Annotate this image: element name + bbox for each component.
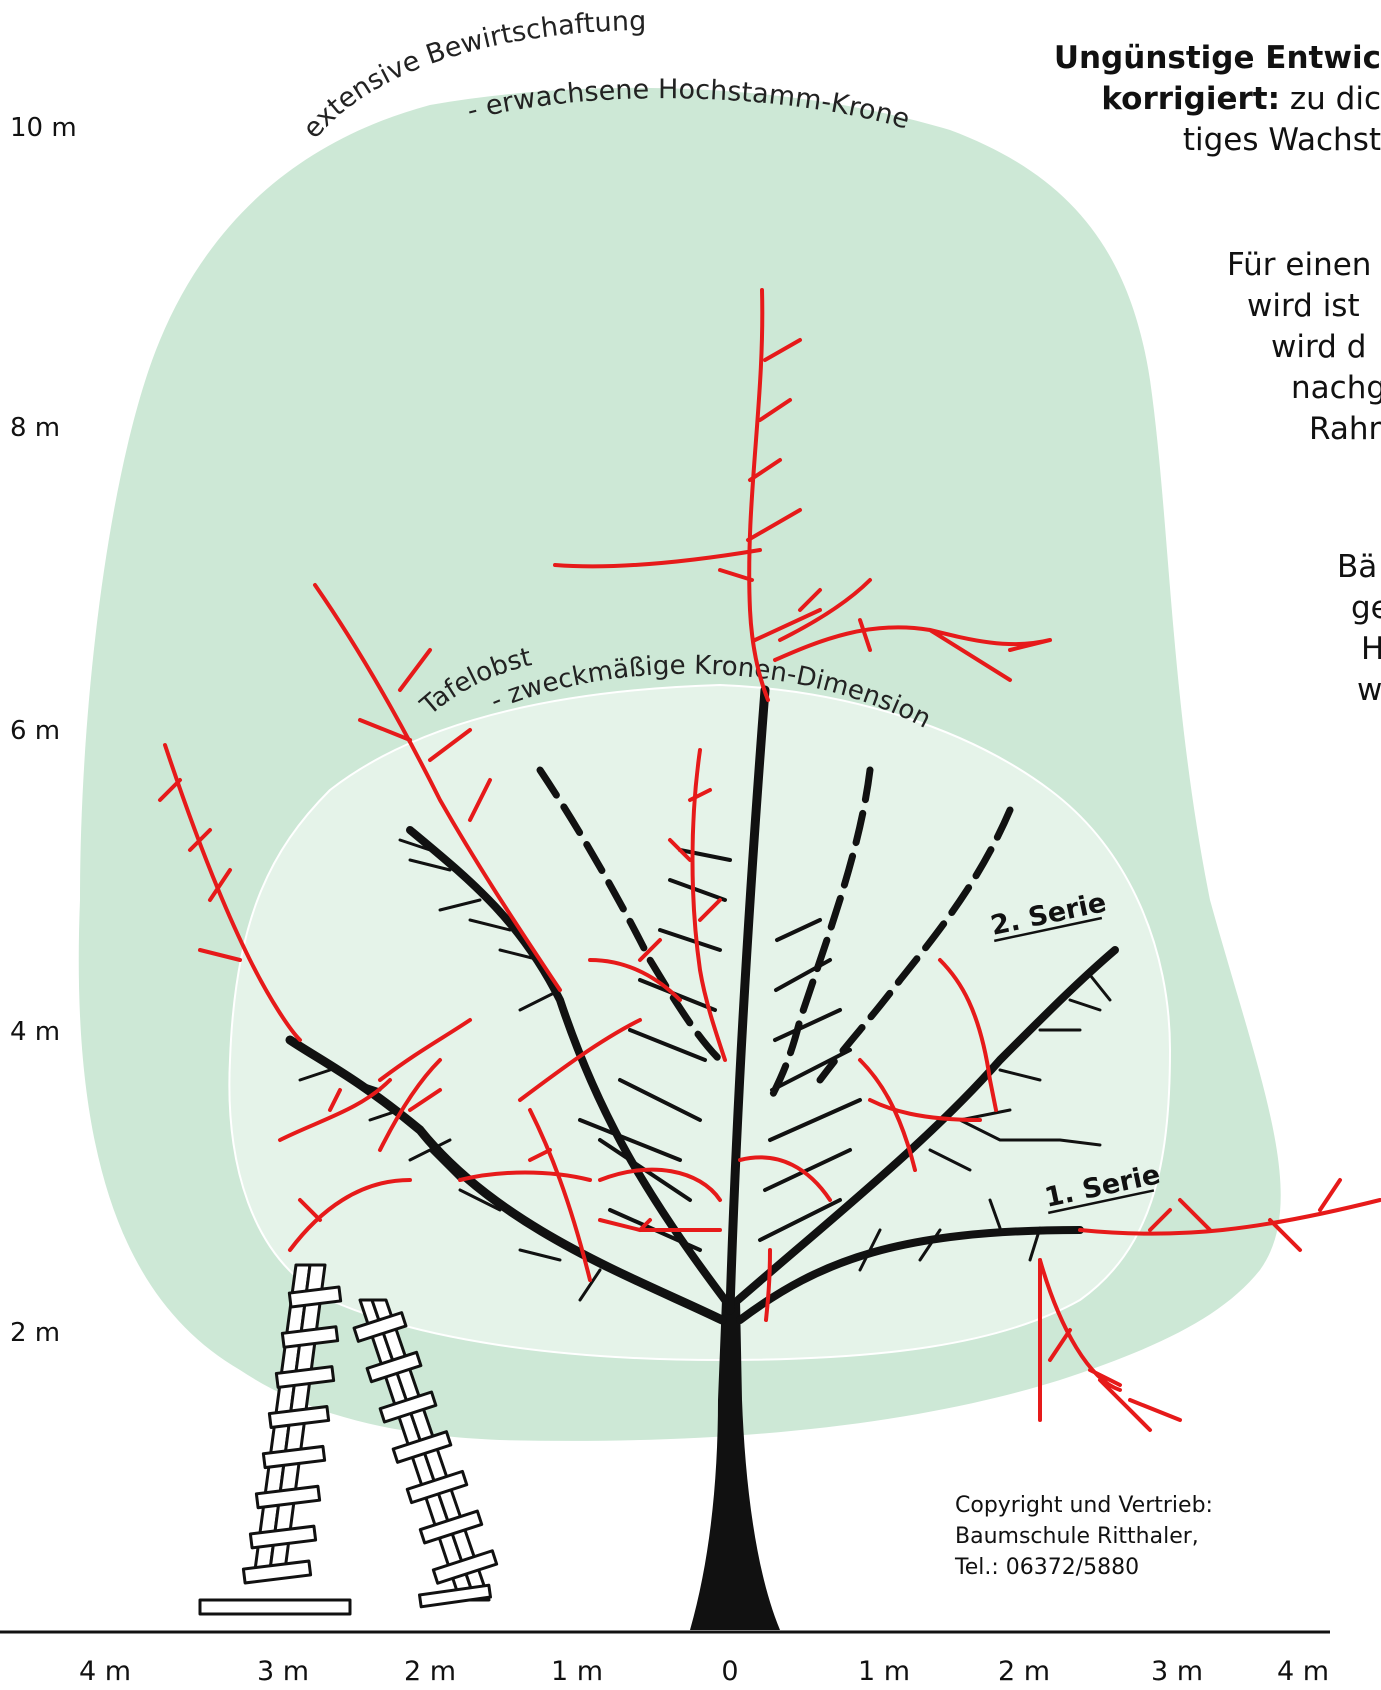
x-tick-left-3m: 3 m [256, 1656, 310, 1687]
scaffold-right-2 [734, 946, 1119, 1304]
tree-illustration [158, 288, 1381, 1630]
red-left-outer [163, 743, 302, 1042]
x-tick-right-3m: 3 m [1150, 1656, 1204, 1687]
x-tick-left-2m: 2 m [403, 1656, 457, 1687]
x-tick-left-4m: 4 m [78, 1656, 132, 1687]
p3-line-2: ge [1351, 590, 1381, 626]
red-left-tall [313, 583, 562, 992]
red-leader-top [747, 288, 770, 702]
y-tick-8m: 8 m [10, 413, 61, 443]
serie2-dashed-left [536, 766, 724, 1064]
description-heading: Ungünstige Entwic korrigiert: zu dic tig… [1054, 38, 1381, 161]
description-p2: Für einen wird ist wird d nachg Rahm [1227, 245, 1381, 450]
description-p3: Bä ge H w [1337, 547, 1381, 711]
y-tick-4m: 4 m [10, 1017, 61, 1047]
y-tick-6m: 6 m [10, 716, 61, 746]
serie2-dashed-mid [766, 766, 874, 1104]
heading-line-1: Ungünstige Entwic [1053, 40, 1381, 76]
y-tick-10m: 10 m [10, 113, 77, 143]
p2-line-2: wird ist [1247, 288, 1360, 324]
tree-trunk [690, 1300, 780, 1630]
serie2-dashed-right [816, 806, 1014, 1084]
copyright-line-1: Copyright und Vertrieb: [955, 1493, 1213, 1518]
x-tick-right-1m: 1 m [857, 1656, 911, 1687]
scaffold-left-2 [406, 826, 729, 1304]
y-tick-2m: 2 m [10, 1318, 61, 1348]
p3-line-4: w [1357, 672, 1381, 708]
red-right-long [1078, 1178, 1381, 1252]
p3-line-3: H [1361, 631, 1381, 667]
heading-line-3: tiges Wachst [1182, 122, 1381, 158]
x-tick-zero: 0 [721, 1656, 739, 1687]
leader [725, 685, 770, 1315]
x-tick-right-4m: 4 m [1276, 1656, 1330, 1687]
x-tick-right-2m: 2 m [997, 1656, 1051, 1687]
heading-line-2-bold: korrigiert: [1101, 81, 1281, 117]
copyright-block: Copyright und Vertrieb: Baumschule Ritth… [955, 1490, 1213, 1583]
scaffold-right [736, 1226, 1084, 1324]
x-tick-left-1m: 1 m [550, 1656, 604, 1687]
scaffold-left [285, 1035, 727, 1325]
p2-line-3: wird d [1271, 329, 1367, 365]
p2-line-1: Für einen [1227, 247, 1372, 283]
copyright-line-3: Tel.: 06372/5880 [955, 1555, 1140, 1580]
ladder-icon [198, 1263, 499, 1616]
p2-line-4: nachg [1291, 370, 1381, 406]
copyright-line-2: Baumschule Ritthaler, [955, 1524, 1199, 1549]
heading-line-2-rest: zu dic [1280, 81, 1381, 117]
p2-line-5: Rahm [1309, 411, 1381, 447]
p3-line-1: Bä [1337, 549, 1378, 585]
